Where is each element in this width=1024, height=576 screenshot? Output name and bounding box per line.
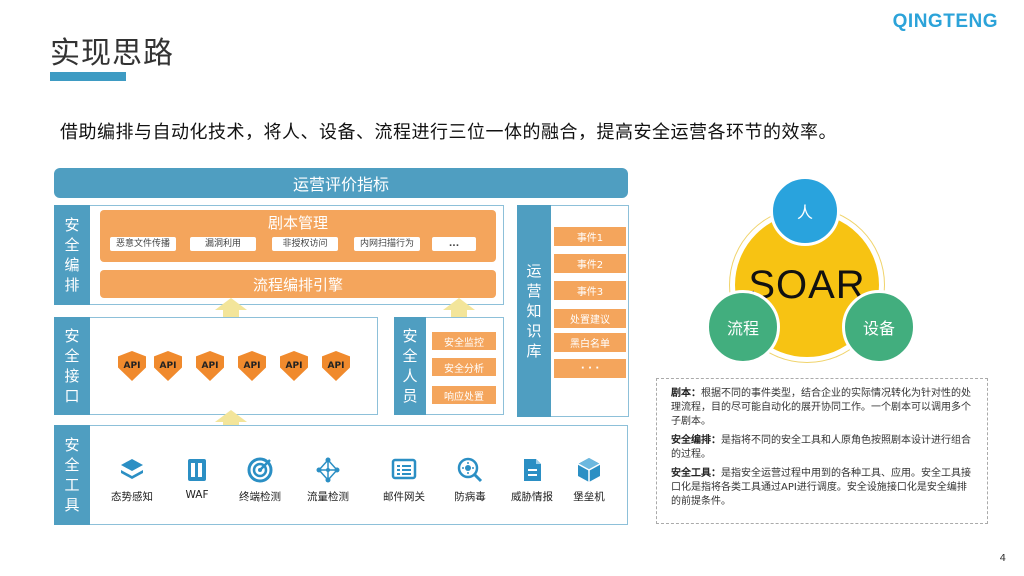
tool-mail-gateway: 邮件网关 <box>374 456 434 504</box>
definitions-box: 剧本：根据不同的事件类型，结合企业的实际情况转化为针对性的处理流程，目的尽可能自… <box>656 378 988 524</box>
definition-term: 安全编排： <box>671 435 721 446</box>
device-circle: 设备 <box>842 290 916 364</box>
knowledge-item: 处置建议 <box>554 309 626 328</box>
label-char: 库 <box>526 342 542 360</box>
definition-text: 根据不同的事件类型，结合企业的实际情况转化为针对性的处理流程，目的尽可能自动化的… <box>671 388 971 427</box>
knowledge-item: 事件2 <box>554 254 626 273</box>
cube-icon <box>577 458 601 482</box>
definition-text: 是指将不同的安全工具和人原角色按照剧本设计进行组合的过程。 <box>671 435 971 460</box>
playbook-management-box: 剧本管理 恶意文件传播 漏洞利用 非授权访问 内网扫描行为 ... <box>100 210 496 262</box>
device-label: 设备 <box>862 319 895 338</box>
page-subtitle: 借助编排与自动化技术，将人、设备、流程进行三位一体的融合，提高安全运营各环节的效… <box>60 122 837 143</box>
tool-label: WAF <box>185 489 209 501</box>
page-title: 实现思路 <box>50 36 174 71</box>
playbook-chip: 内网扫描行为 <box>354 237 420 251</box>
mail-list-icon <box>391 458 417 480</box>
tool-label: 堡垒机 <box>573 491 605 503</box>
label-char: 安 <box>64 436 80 454</box>
personnel-label: 安 全 人 员 <box>394 317 426 415</box>
definition-playbook: 剧本：根据不同的事件类型，结合企业的实际情况转化为针对性的处理流程，目的尽可能自… <box>671 387 975 429</box>
tool-label: 流量检测 <box>307 491 349 503</box>
process-circle: 流程 <box>706 290 780 364</box>
server-icon <box>188 459 206 481</box>
radar-icon <box>247 457 273 483</box>
knowledge-item: · · · <box>554 359 626 378</box>
knowledge-base-label: 运 营 知 识 库 <box>517 205 551 417</box>
label-char: 识 <box>526 322 542 340</box>
tool-endpoint-detection: 终端检测 <box>230 456 290 504</box>
title-underline <box>50 72 126 81</box>
tool-antivirus: 防病毒 <box>440 456 500 504</box>
knowledge-item: 事件1 <box>554 227 626 246</box>
role-item: 响应处置 <box>432 386 496 404</box>
label-char: 具 <box>64 496 80 514</box>
label-char: 运 <box>526 262 542 280</box>
tool-waf: WAF <box>167 456 227 501</box>
label-char: 口 <box>64 387 80 405</box>
role-item: 安全分析 <box>432 358 496 376</box>
label-char: 编 <box>64 256 80 274</box>
orchestration-label: 安 全 编 排 <box>54 205 90 305</box>
tool-situational-awareness: 态势感知 <box>102 456 162 504</box>
role-item: 安全监控 <box>432 332 496 350</box>
knowledge-item: 黑白名单 <box>554 333 626 352</box>
evaluation-metrics-bar: 运营评价指标 <box>54 168 628 198</box>
tools-label: 安 全 工 具 <box>54 425 90 525</box>
label-char: 安 <box>64 216 80 234</box>
playbook-chip: 漏洞利用 <box>190 237 256 251</box>
tool-label: 防病毒 <box>454 491 486 503</box>
playbook-chip-more: ... <box>432 237 476 251</box>
tool-label: 邮件网关 <box>383 491 425 503</box>
layers-icon <box>121 459 143 479</box>
label-char: 营 <box>526 282 542 300</box>
playbook-chip: 恶意文件传播 <box>110 237 176 251</box>
label-char: 知 <box>526 302 542 320</box>
label-char: 全 <box>64 347 80 365</box>
document-icon <box>524 459 541 481</box>
label-char: 工 <box>64 476 80 494</box>
definition-text: 是指安全运营过程中用到的各种工具、应用。安全工具接口化是指将各类工具通过API进… <box>671 468 971 507</box>
network-icon <box>316 457 340 483</box>
process-label: 流程 <box>726 319 759 338</box>
label-char: 人 <box>402 367 418 385</box>
tool-bastion-host: 堡垒机 <box>559 456 619 504</box>
people-label: 人 <box>796 203 813 222</box>
definition-tools: 安全工具：是指安全运营过程中用到的各种工具、应用。安全工具接口化是指将各类工具通… <box>671 467 975 509</box>
label-char: 排 <box>64 276 80 294</box>
company-logo: QINGTENG <box>892 11 998 32</box>
tool-threat-intelligence: 威胁情报 <box>502 456 562 504</box>
tool-label: 终端检测 <box>239 491 281 503</box>
interface-label: 安 全 接 口 <box>54 317 90 415</box>
knowledge-item: 事件3 <box>554 281 626 300</box>
label-char: 全 <box>64 236 80 254</box>
label-char: 全 <box>64 456 80 474</box>
people-circle: 人 <box>770 176 840 246</box>
label-char: 全 <box>402 347 418 365</box>
label-char: 接 <box>64 367 80 385</box>
playbook-chip: 非授权访问 <box>272 237 338 251</box>
definition-term: 安全工具： <box>671 468 721 479</box>
page-number: 4 <box>999 553 1006 564</box>
playbook-management-title: 剧本管理 <box>267 214 328 232</box>
label-char: 员 <box>402 387 418 405</box>
definition-term: 剧本： <box>671 388 701 399</box>
virus-scan-icon <box>457 457 483 483</box>
label-char: 安 <box>402 327 418 345</box>
flow-orchestration-engine: 流程编排引擎 <box>100 270 496 298</box>
definition-orchestration: 安全编排：是指将不同的安全工具和人原角色按照剧本设计进行组合的过程。 <box>671 434 975 462</box>
tool-traffic-detection: 流量检测 <box>298 456 358 504</box>
tool-label: 态势感知 <box>111 491 153 503</box>
label-char: 安 <box>64 327 80 345</box>
tool-label: 威胁情报 <box>511 491 553 503</box>
